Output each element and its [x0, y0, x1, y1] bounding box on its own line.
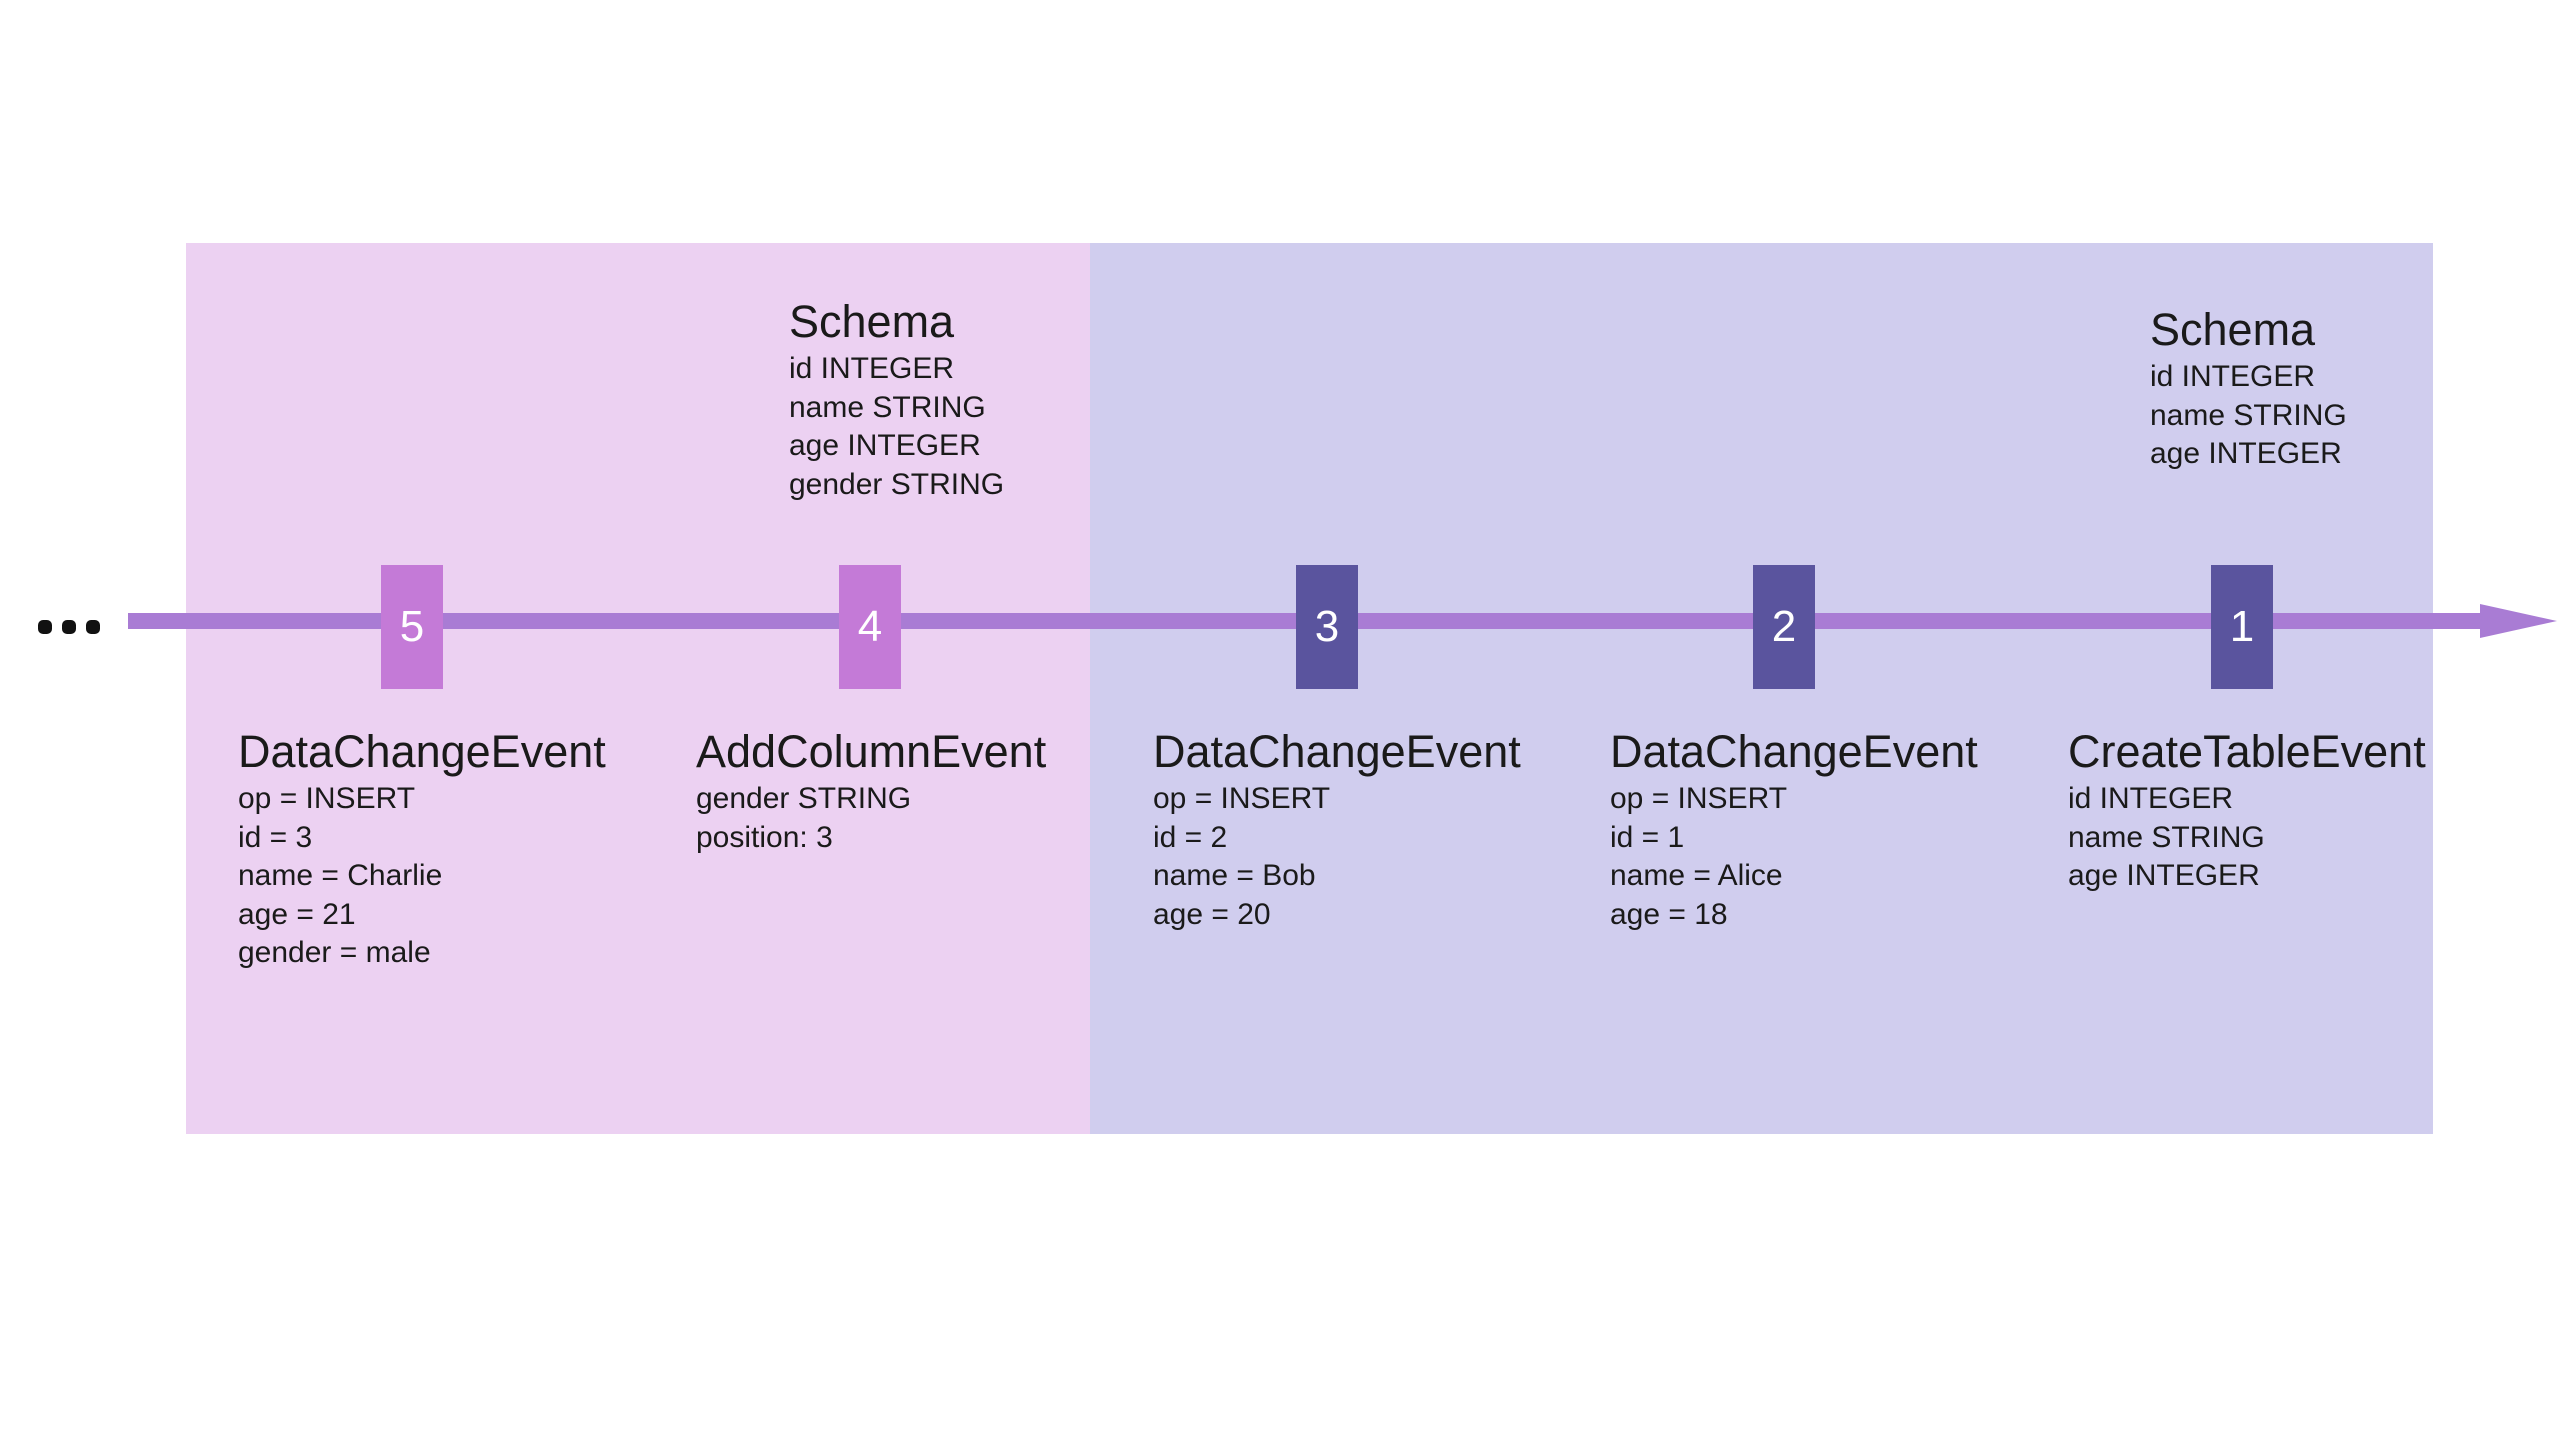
timeline-ellipsis-icon: [38, 620, 100, 634]
event-title: CreateTableEvent: [2068, 726, 2426, 777]
timeline-marker-3: 3: [1296, 565, 1358, 689]
event-block-1: CreateTableEvent id INTEGER name STRING …: [2068, 726, 2426, 896]
event-block-5: DataChangeEvent op = INSERT id = 3 name …: [238, 726, 606, 973]
marker-number: 3: [1314, 602, 1340, 651]
event-attribute: age = 18: [1610, 897, 1728, 931]
event-title: AddColumnEvent: [696, 726, 1047, 777]
event-attribute: id = 1: [1610, 820, 1685, 854]
schema-block-initial: Schema id INTEGER name STRING age INTEGE…: [2150, 304, 2347, 474]
ellipsis-dot: [38, 620, 52, 634]
schema-field: age INTEGER: [2150, 437, 2342, 470]
timeline-marker-4: 4: [839, 565, 901, 689]
ellipsis-dot: [62, 620, 76, 634]
event-attribute: id INTEGER: [2068, 782, 2234, 815]
event-block-4: AddColumnEvent gender STRING position: 3: [696, 726, 1046, 857]
event-block-2: DataChangeEvent op = INSERT id = 1 name …: [1610, 726, 1978, 934]
event-title: DataChangeEvent: [1153, 726, 1521, 777]
event-title: DataChangeEvent: [238, 726, 606, 777]
schema-field: name STRING: [789, 390, 986, 424]
schema-title: Schema: [789, 296, 955, 347]
event-attribute: op = INSERT: [1610, 782, 1788, 815]
event-attribute: id = 3: [238, 820, 313, 854]
region-schema-after-add-column: [186, 243, 1090, 1134]
schema-field: name STRING: [2150, 398, 2347, 432]
event-attribute: name = Charlie: [238, 859, 443, 892]
schema-title: Schema: [2150, 304, 2316, 355]
event-attribute: name STRING: [2068, 820, 2265, 854]
timeline-arrowhead-icon: [2480, 604, 2557, 638]
timeline-marker-2: 2: [1753, 565, 1815, 689]
event-attribute: age INTEGER: [2068, 859, 2260, 892]
event-title: DataChangeEvent: [1610, 726, 1978, 777]
event-attribute: gender = male: [238, 936, 431, 969]
schema-field: age INTEGER: [789, 429, 981, 462]
schema-field: id INTEGER: [789, 352, 955, 385]
event-block-3: DataChangeEvent op = INSERT id = 2 name …: [1153, 726, 1521, 934]
event-attribute: id = 2: [1153, 820, 1228, 854]
event-attribute: op = INSERT: [1153, 782, 1331, 815]
schema-block-new: Schema id INTEGER name STRING age INTEGE…: [789, 296, 1004, 504]
event-attribute: name = Bob: [1153, 859, 1316, 892]
timeline-marker-5: 5: [381, 565, 443, 689]
event-attribute: name = Alice: [1610, 859, 1783, 892]
timeline-marker-1: 1: [2211, 565, 2273, 689]
event-attribute: age = 20: [1153, 897, 1271, 931]
marker-number: 1: [2229, 602, 2255, 651]
ellipsis-dot: [86, 620, 100, 634]
event-attribute: position: 3: [696, 820, 833, 854]
schema-field: gender STRING: [789, 467, 1005, 501]
marker-number: 4: [857, 602, 883, 651]
event-attribute: age = 21: [238, 897, 356, 931]
marker-number: 5: [399, 602, 425, 651]
event-attribute: op = INSERT: [238, 782, 416, 815]
marker-number: 2: [1771, 602, 1797, 651]
schema-field: id INTEGER: [2150, 360, 2316, 393]
event-attribute: gender STRING: [696, 782, 912, 815]
